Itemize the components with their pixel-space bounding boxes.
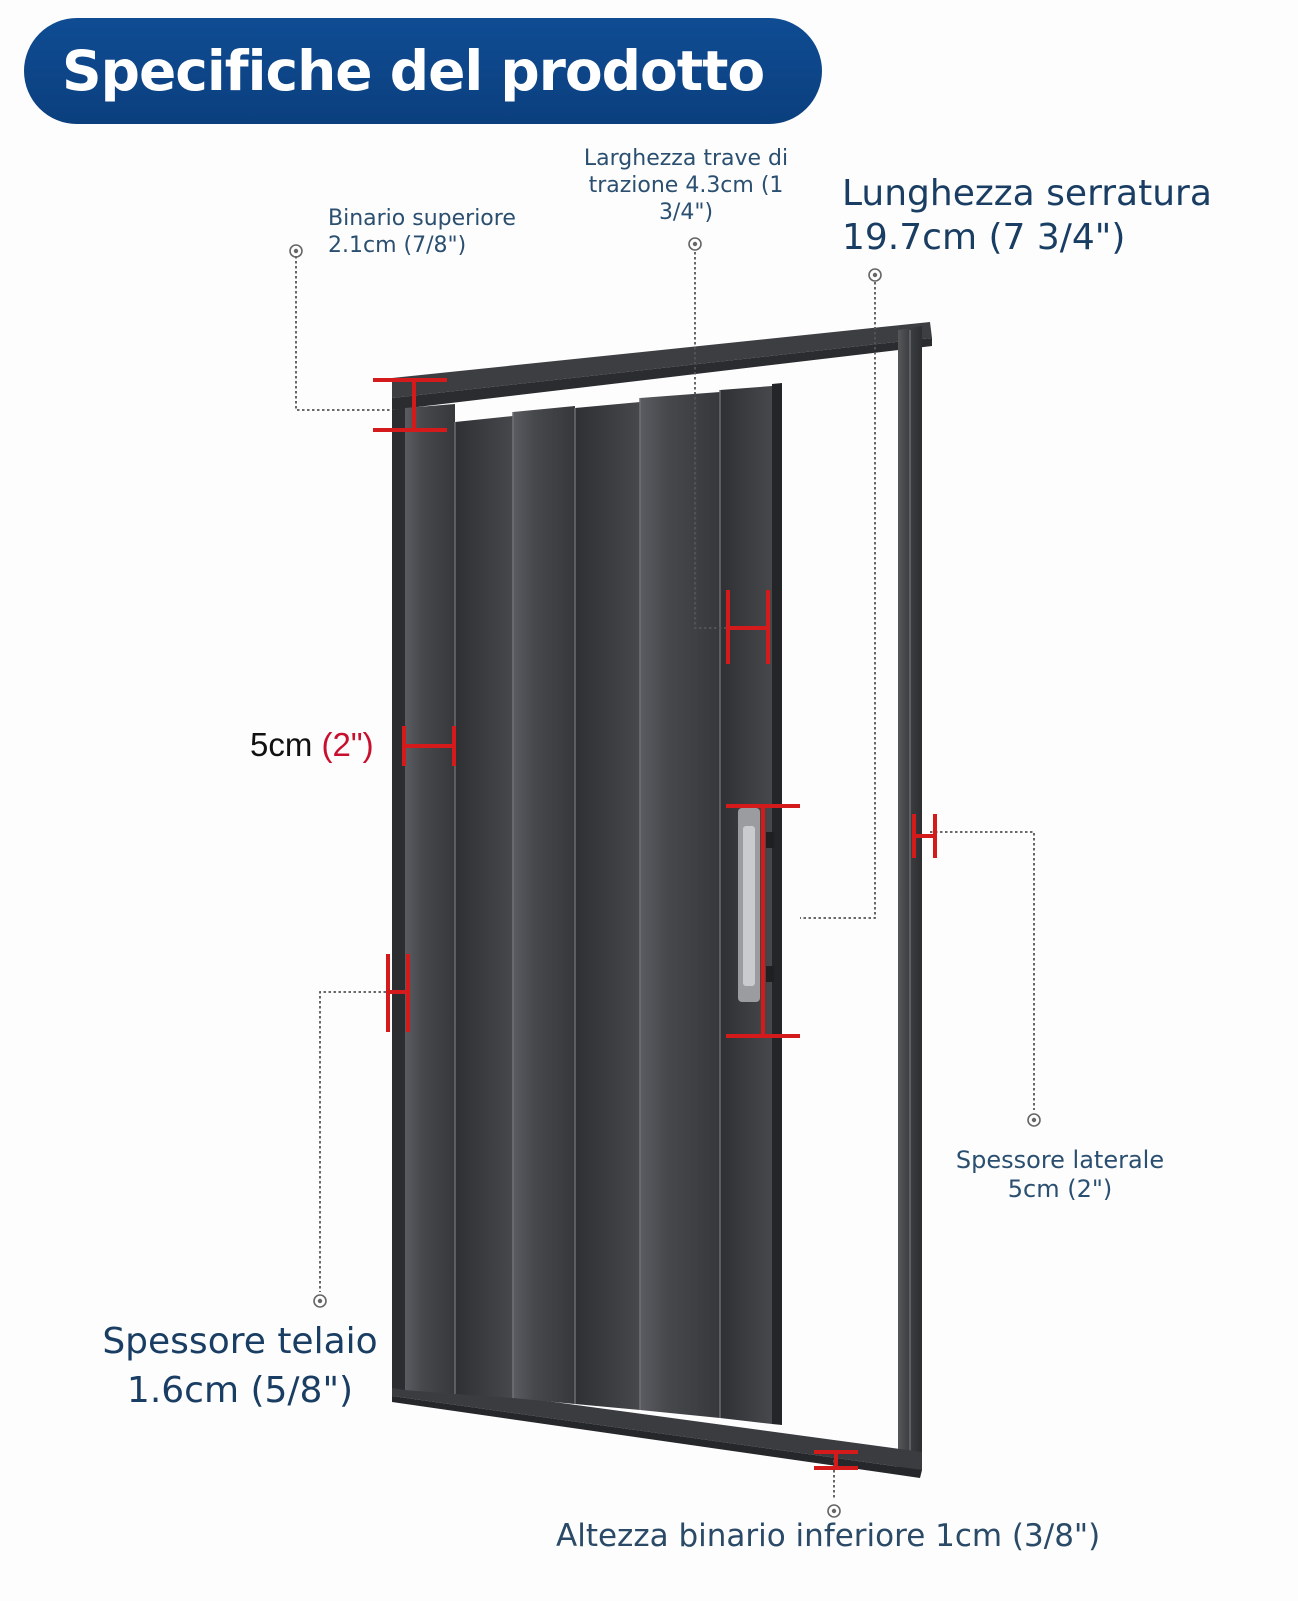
target-dot-icon [1027, 1113, 1041, 1127]
folding-panel [392, 383, 782, 1425]
target-dot-icon [688, 237, 702, 251]
target-dot-icon [827, 1504, 841, 1518]
label-altezza-binario: Altezza binario inferiore 1cm (3/8") [556, 1518, 1101, 1554]
target-dot-icons [289, 237, 1041, 1518]
target-dot-icon [868, 268, 882, 282]
label-spessore-laterale: Spessore laterale 5cm (2") [955, 1146, 1165, 1204]
title-banner: Specifiche del prodotto [24, 18, 822, 124]
label-5cm: 5cm (2") [250, 726, 374, 763]
right-frame-post [898, 326, 922, 1470]
bottom-rail [392, 1380, 922, 1478]
target-dot-icon [313, 1294, 327, 1308]
label-lunghezza-serratura: Lunghezza serratura 19.7cm (7 3/4") [842, 173, 1212, 258]
target-dot-icon [289, 244, 303, 258]
label-binario-superiore: Binario superiore 2.1cm (7/8") [328, 206, 516, 258]
label-larghezza-trave: Larghezza trave di trazione 4.3cm (1 3/4… [583, 146, 789, 225]
page-title: Specifiche del prodotto [62, 39, 765, 103]
label-spessore-telaio: Spessore telaio 1.6cm (5/8") [102, 1321, 378, 1411]
dimension-markers [373, 378, 937, 1470]
leader-lines [295, 252, 1035, 1500]
top-rail [392, 322, 932, 410]
